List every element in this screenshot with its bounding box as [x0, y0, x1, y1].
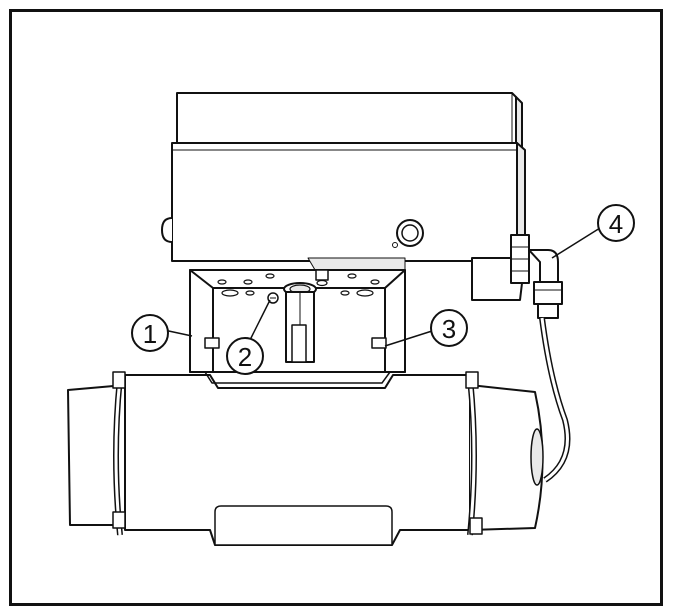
shaft-coupling: [267, 269, 329, 363]
callout-circle-2: [226, 337, 264, 375]
callout-label-2: 2: [238, 342, 252, 372]
callout-circle-3: [430, 309, 468, 347]
callout-label-4: 4: [609, 209, 623, 239]
callout-circle-4: [597, 204, 635, 242]
callout-label-1: 1: [143, 319, 157, 349]
callout-circles: [131, 204, 635, 375]
gauge-port: [392, 219, 424, 248]
air-tube-fitting: [510, 234, 571, 483]
callout-circle-1: [131, 314, 169, 352]
callout-label-3: 3: [442, 314, 456, 344]
actuator-cylinder: [67, 371, 544, 546]
